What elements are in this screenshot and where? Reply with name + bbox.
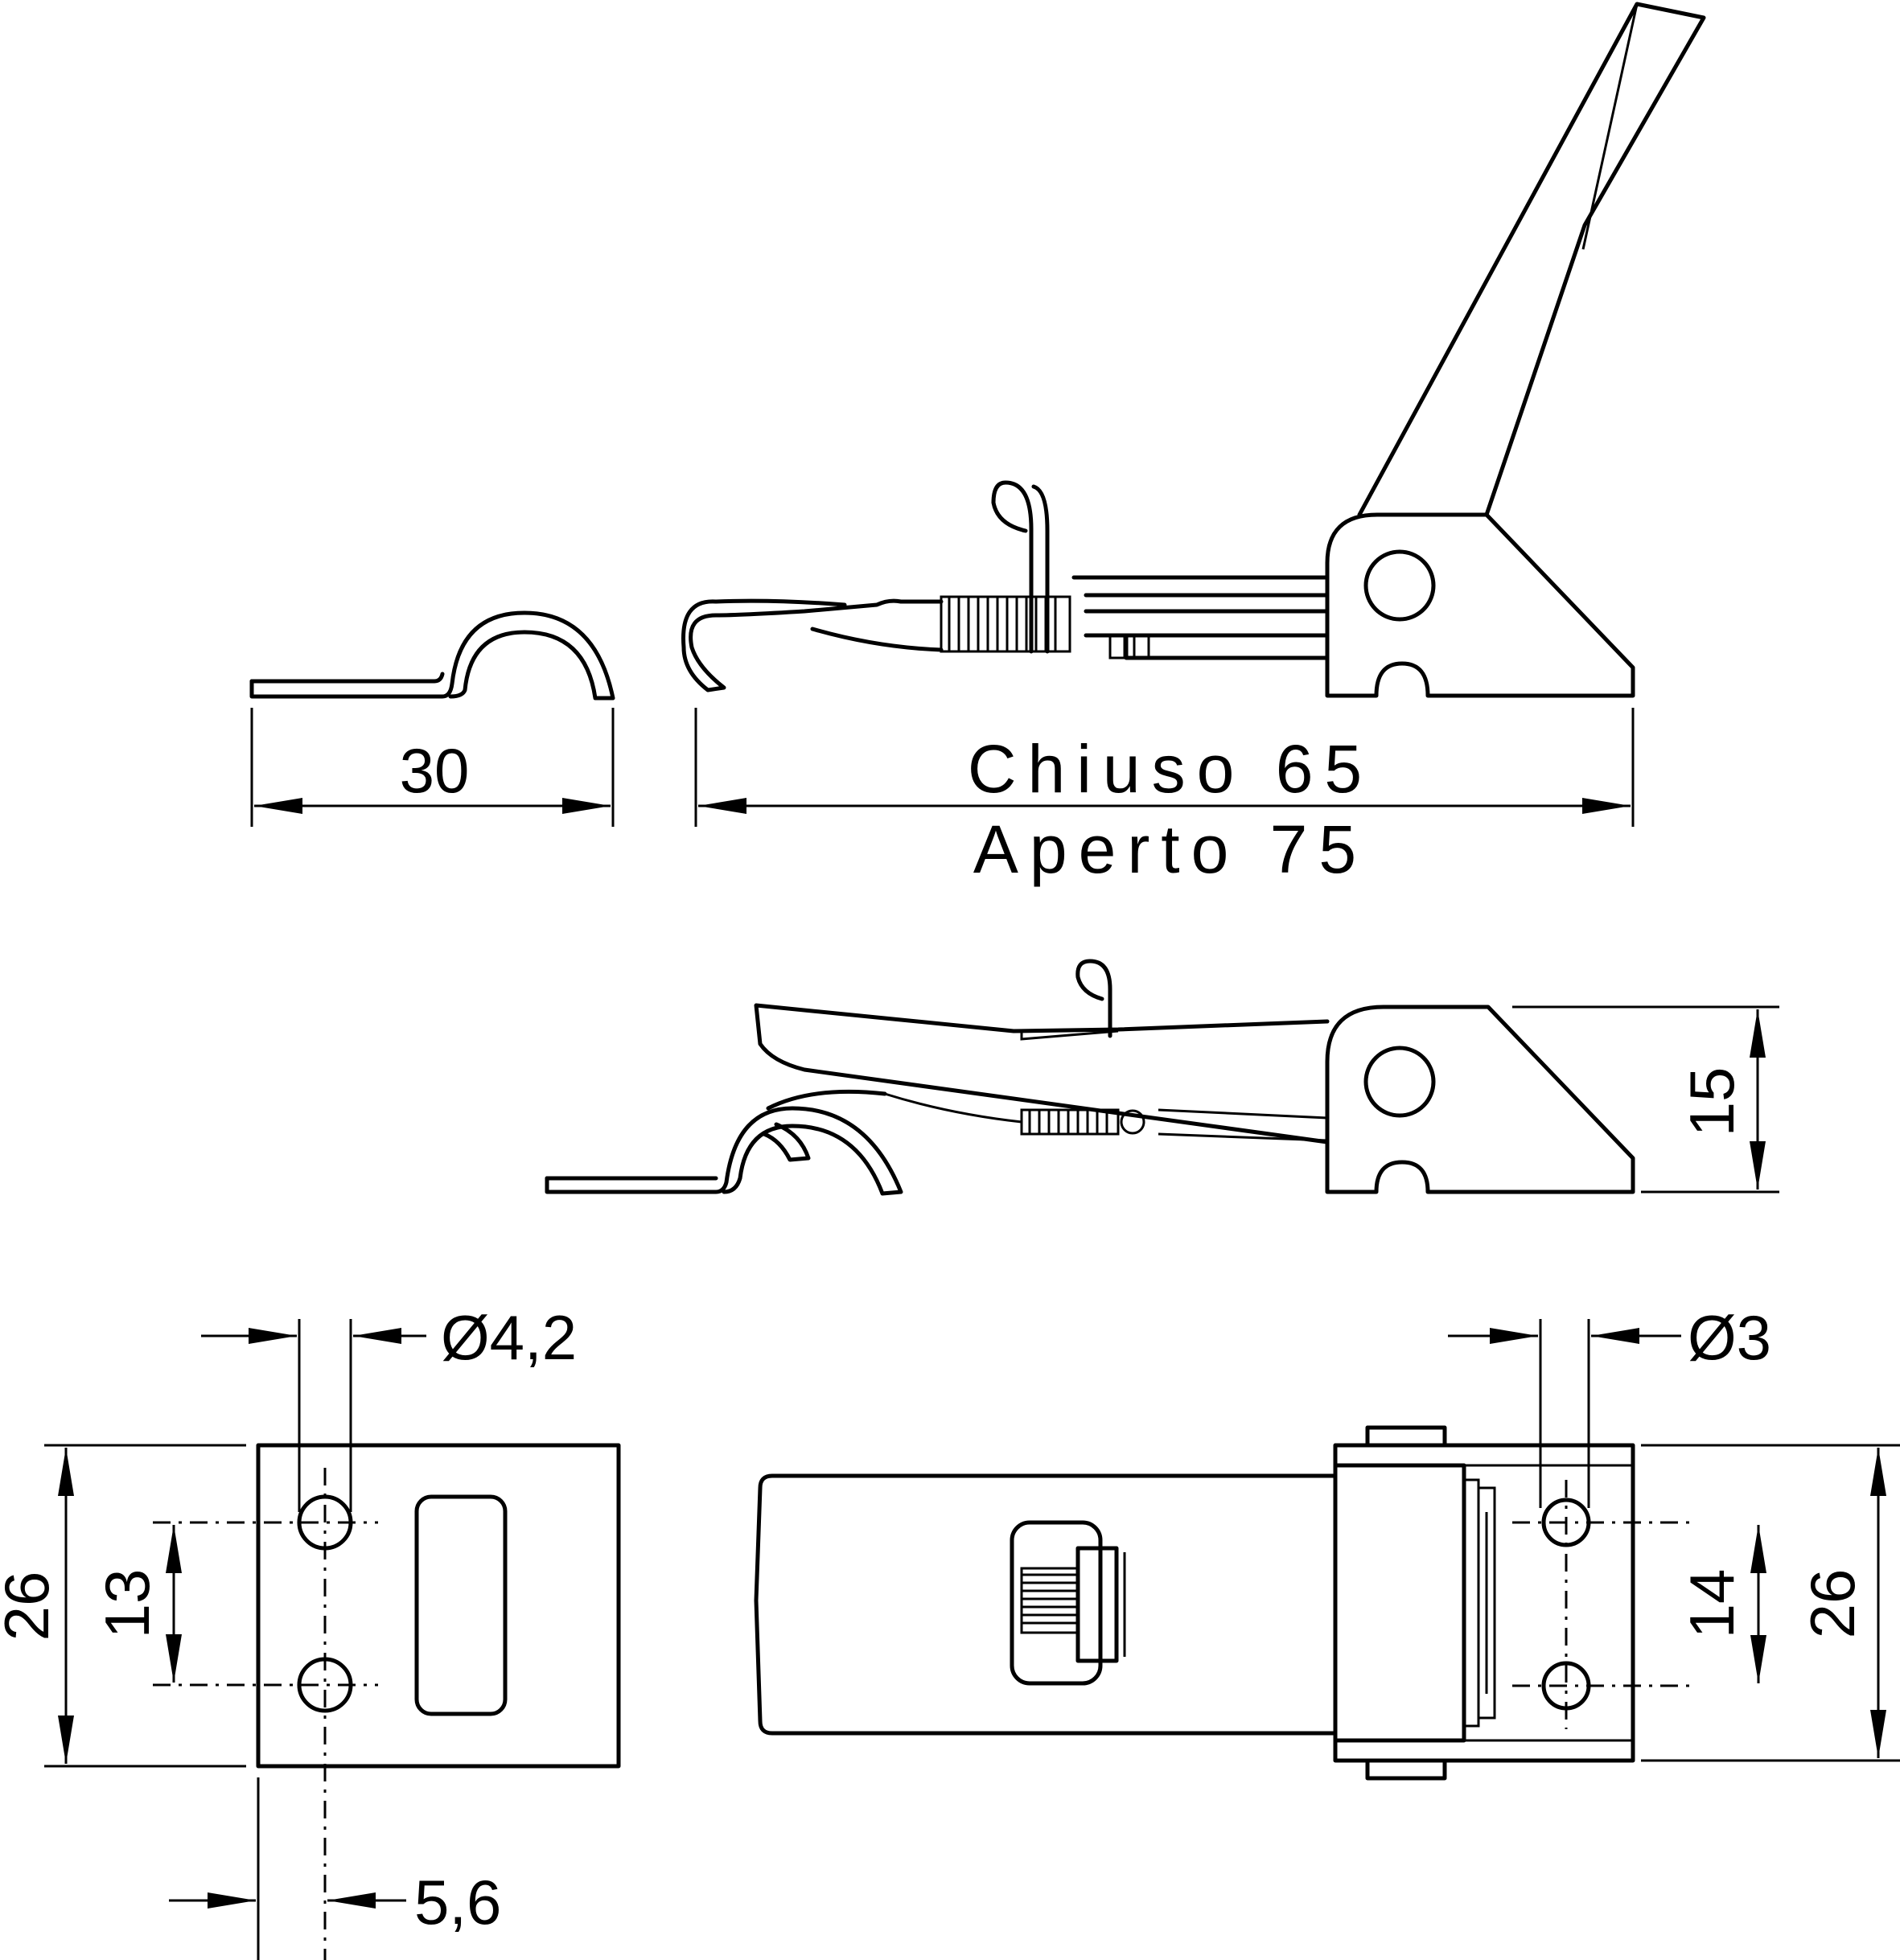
latch-base-top-view xyxy=(754,1425,1689,1781)
catch-hole-offset-label: 5,6 xyxy=(414,1867,501,1937)
catch-height-label: 26 xyxy=(0,1572,62,1642)
dimension-height: 15 xyxy=(1512,1005,1779,1194)
dimension-catch-height: 26 xyxy=(0,1444,246,1768)
base-hole-spacing-label: 14 xyxy=(1676,1569,1747,1639)
length-closed-label: Chiuso 65 xyxy=(968,731,1373,807)
dimension-catch-hole-offset: 5,6 xyxy=(169,1777,501,1960)
dimension-catch-hole-spacing: 13 xyxy=(92,1525,182,1683)
latch-closed-side-view xyxy=(545,959,1635,1196)
dimension-base-hole-spacing: 14 xyxy=(1676,1525,1766,1683)
catch-hole-spacing-label: 13 xyxy=(92,1569,162,1639)
height-label: 15 xyxy=(1676,1067,1747,1137)
base-height-label: 26 xyxy=(1797,1569,1868,1639)
dimension-base-hole-diameter: Ø3 xyxy=(1448,1302,1771,1508)
catch-plate-top-view xyxy=(153,1443,621,1960)
dimension-catch-width: 30 xyxy=(250,708,615,827)
dimension-base-height: 26 xyxy=(1641,1444,1900,1762)
dimension-catch-hole-diameter: Ø4,2 xyxy=(201,1302,577,1512)
spring-coil xyxy=(940,595,1071,653)
base-hole-diameter-label: Ø3 xyxy=(1688,1302,1771,1373)
catch-hole-diameter-label: Ø4,2 xyxy=(441,1302,577,1373)
latch-open-side-view xyxy=(681,2,1706,698)
catch-side-view xyxy=(249,610,615,701)
dimension-latch-length: Chiuso 65 Aperto 75 xyxy=(694,708,1635,887)
length-open-label: Aperto 75 xyxy=(973,812,1367,887)
catch-width-label: 30 xyxy=(400,735,470,806)
